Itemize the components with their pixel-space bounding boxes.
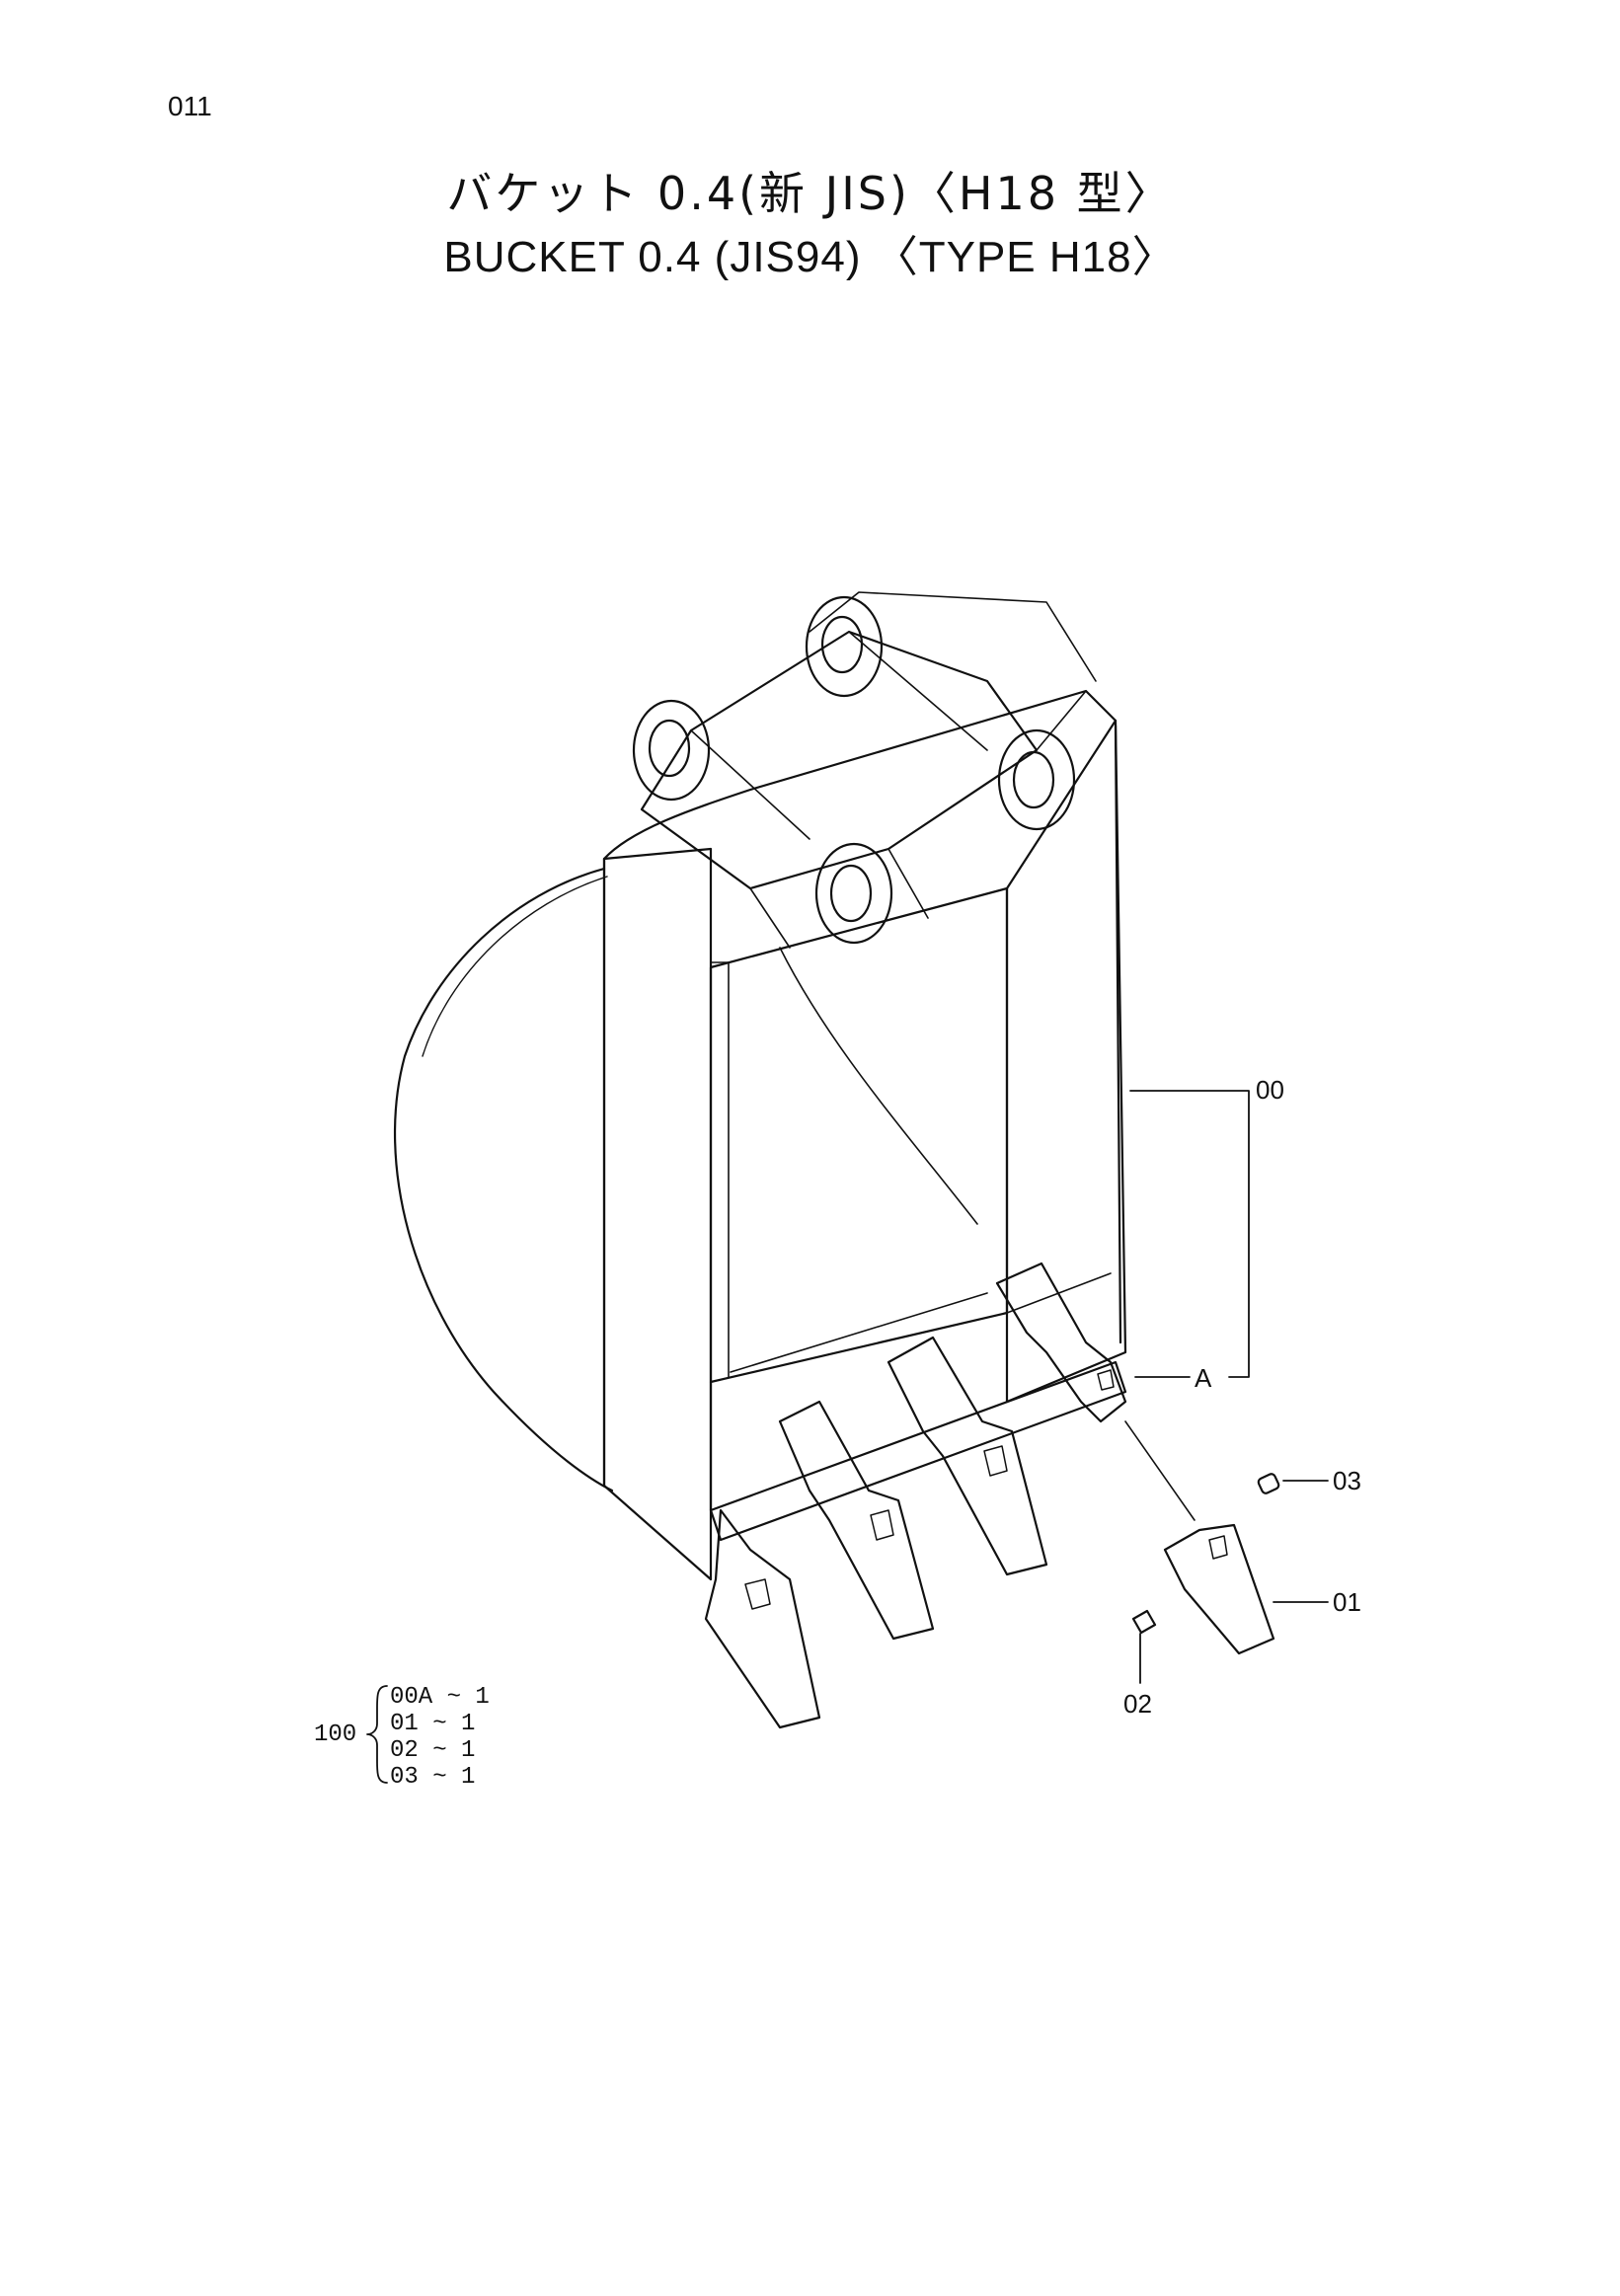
bucket-side-shell xyxy=(394,867,614,1492)
mounting-bracket xyxy=(632,591,1097,949)
kit-legend: 100 00A ~ 1 01 ~ 1 02 ~ 1 03 ~ 1 xyxy=(314,1684,490,1791)
boss-top-left xyxy=(632,699,711,802)
callout-a: A xyxy=(1195,1363,1212,1393)
tooth-1 xyxy=(704,1508,821,1729)
title-japanese: バケット 0.4(新 JIS)〈H18 型〉 xyxy=(446,167,1174,220)
boss-bottom-right xyxy=(997,728,1076,831)
boss-top-right xyxy=(805,595,884,698)
kit-item-3: 02 ~ 1 xyxy=(390,1737,475,1764)
kit-brace xyxy=(366,1685,388,1784)
explode-line xyxy=(1124,1420,1196,1521)
callout-02: 02 xyxy=(1123,1689,1152,1719)
cutting-edge xyxy=(709,1360,1127,1542)
lock-part xyxy=(1131,1609,1157,1635)
exploded-tooth xyxy=(1124,1420,1280,1655)
bucket-body xyxy=(394,689,1127,1581)
title-english: BUCKET 0.4 (JIS94) 〈TYPE H18〉 xyxy=(443,233,1177,281)
right-side-plate xyxy=(1005,719,1127,1404)
callout-00: 00 xyxy=(1256,1075,1284,1105)
kit-item-2: 01 ~ 1 xyxy=(390,1711,475,1737)
page-number: 011 xyxy=(168,91,212,121)
pin-part xyxy=(1257,1473,1280,1494)
callout-01: 01 xyxy=(1333,1587,1361,1617)
tooth-2 xyxy=(778,1400,935,1641)
kit-item-4: 03 ~ 1 xyxy=(390,1764,475,1791)
callout-leaders xyxy=(1129,1090,1329,1684)
tooth-3 xyxy=(887,1336,1048,1576)
boss-bottom-left xyxy=(814,842,893,945)
left-side-plate xyxy=(602,847,713,1581)
callout-03: 03 xyxy=(1333,1466,1361,1495)
kit-item-1: 00A ~ 1 xyxy=(390,1684,490,1711)
bucket-opening xyxy=(709,886,1009,1384)
bucket-teeth xyxy=(704,1262,1127,1729)
kit-number: 100 xyxy=(314,1722,356,1748)
tooth-4 xyxy=(995,1262,1127,1423)
loose-tooth xyxy=(1163,1523,1275,1655)
